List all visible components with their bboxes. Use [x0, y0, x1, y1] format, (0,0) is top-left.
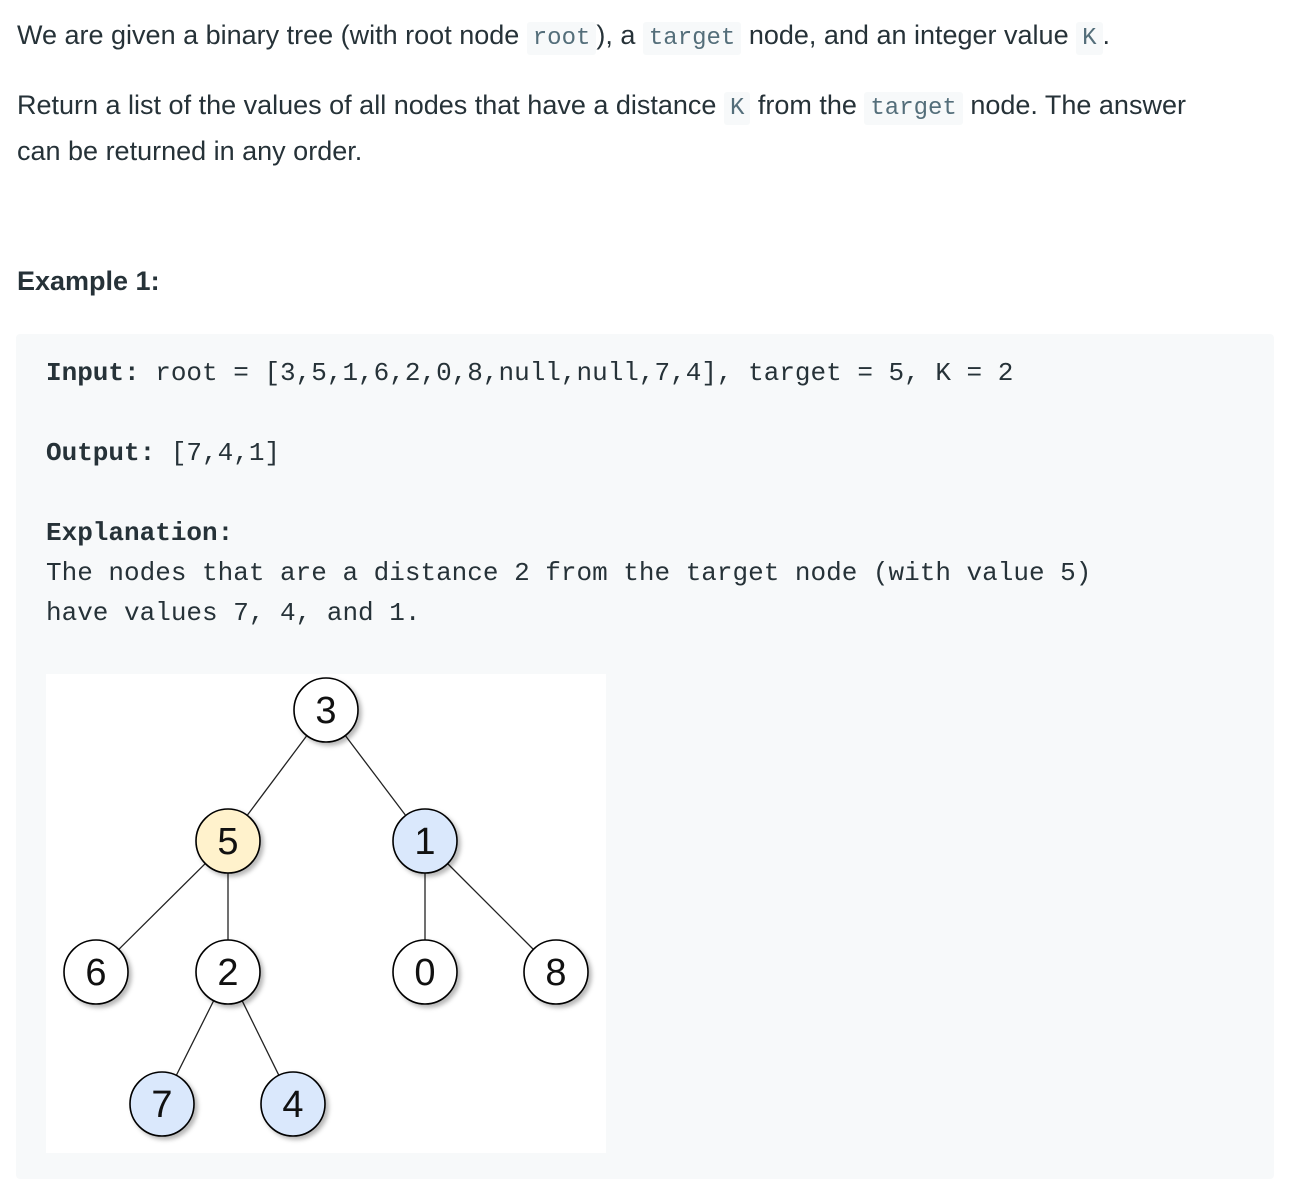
tree-svg: 3 5 1 6 2 0 8 7 4	[63, 677, 589, 1137]
tree-node-4: 4	[260, 1071, 326, 1137]
tree-node-label: 5	[217, 821, 238, 863]
tree-node-circle	[392, 939, 458, 1005]
tree-node-label: 6	[85, 952, 106, 994]
example-input: Input: root = [3,5,1,6,2,0,8,null,null,7…	[46, 353, 1013, 393]
tree-node-1: 1	[392, 808, 458, 874]
example-block: Input: root = [3,5,1,6,2,0,8,null,null,7…	[16, 334, 1274, 1179]
tree-node-label: 7	[151, 1084, 172, 1126]
tree-node-label: 1	[414, 821, 435, 863]
inline-code-k: K	[723, 92, 751, 125]
tree-node-label: 4	[282, 1084, 303, 1126]
inline-code-target: target	[864, 92, 963, 125]
tree-node-circle	[293, 677, 359, 743]
output-value: [7,4,1]	[155, 438, 281, 468]
tree-edge-2-7	[175, 1000, 215, 1076]
tree-node-5: 5	[195, 808, 261, 874]
tree-node-7: 7	[129, 1071, 195, 1137]
tree-edge-3-1	[344, 735, 407, 816]
example-heading: Example 1:	[17, 266, 160, 296]
tree-edge-1-8	[447, 863, 534, 950]
text: from the	[750, 90, 865, 120]
tree-node-circle	[392, 808, 458, 874]
tree-edge-3-5	[246, 735, 308, 816]
text: ), a	[596, 20, 643, 50]
tree-node-8: 8	[523, 939, 589, 1005]
tree-edge-5-6	[118, 863, 206, 950]
tree-node-label: 0	[414, 952, 435, 994]
text: node, and an integer value	[741, 20, 1077, 50]
tree-node-circle	[260, 1071, 326, 1137]
tree-edges	[118, 735, 534, 1076]
text: node. The answer can be returned in any …	[17, 90, 1186, 166]
example-output: Output: [7,4,1]	[46, 433, 280, 473]
problem-statement-line2: Return a list of the values of all nodes…	[17, 84, 1217, 172]
inline-code-k: K	[1076, 22, 1103, 55]
text: We are given a binary tree (with root no…	[17, 20, 527, 50]
problem-statement-line1: We are given a binary tree (with root no…	[17, 14, 1277, 60]
inline-code-target: target	[642, 22, 742, 55]
tree-node-3: 3	[293, 677, 359, 743]
output-label: Output:	[46, 438, 156, 468]
input-value: root = [3,5,1,6,2,0,8,null,null,7,4], ta…	[139, 358, 1014, 388]
tree-node-label: 2	[217, 952, 238, 994]
text: Return a list of the values of all nodes…	[17, 90, 724, 120]
tree-node-2: 2	[195, 939, 261, 1005]
explanation-line2: have values 7, 4, and 1.	[46, 598, 421, 628]
explanation-line1: The nodes that are a distance 2 from the…	[46, 558, 1092, 588]
tree-node-label: 3	[315, 690, 336, 732]
tree-node-label: 8	[545, 952, 566, 994]
tree-node-circle	[129, 1071, 195, 1137]
tree-node-circle	[523, 939, 589, 1005]
inline-code-root: root	[526, 22, 597, 55]
tree-edge-2-4	[241, 1000, 280, 1076]
tree-node-0: 0	[392, 939, 458, 1005]
tree-node-6: 6	[63, 939, 129, 1005]
tree-diagram: 3 5 1 6 2 0 8 7 4	[46, 674, 606, 1153]
text: .	[1102, 20, 1111, 50]
tree-nodes: 3 5 1 6 2 0 8 7 4	[63, 677, 589, 1137]
tree-node-circle	[63, 939, 129, 1005]
tree-node-circle	[195, 939, 261, 1005]
explanation-label: Explanation:	[46, 518, 234, 548]
input-label: Input:	[46, 358, 140, 388]
tree-node-circle	[195, 808, 261, 874]
